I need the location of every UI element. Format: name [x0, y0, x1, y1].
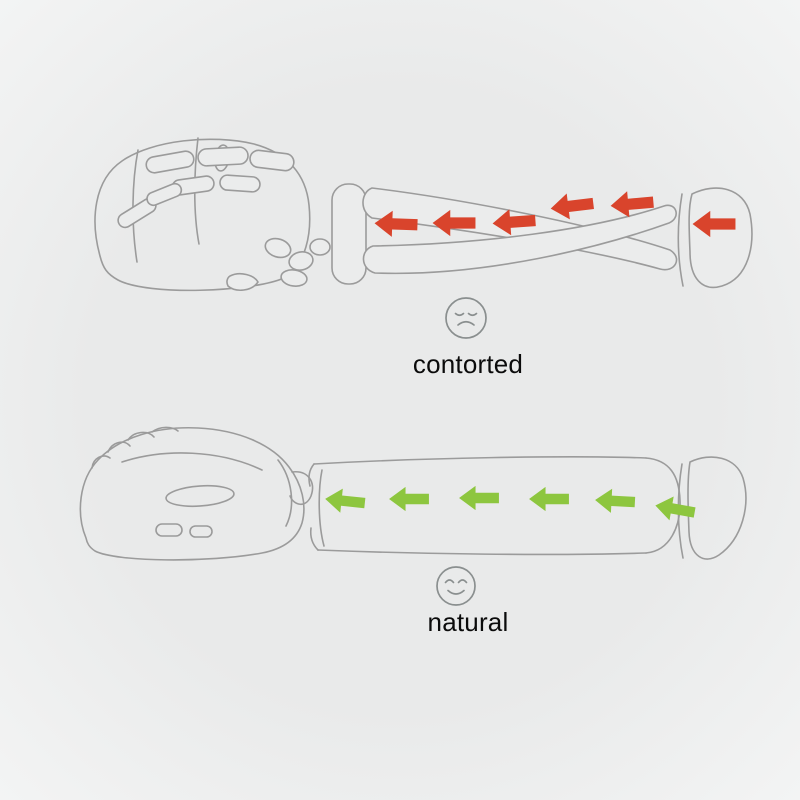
knuckle-bump: [151, 426, 179, 433]
face-circle: [445, 297, 487, 339]
smile-mouth: [447, 589, 465, 595]
radius-bone: [362, 187, 678, 271]
natural-label: natural: [427, 607, 509, 637]
natural-illustration: [79, 426, 747, 561]
skeletal-hand-drawing: [117, 146, 331, 291]
finger-bone: [197, 146, 249, 167]
contorted-illustration: [94, 137, 753, 292]
carpal-bone: [309, 238, 331, 256]
finger-bone: [219, 174, 261, 193]
strain-arrow: [549, 190, 595, 222]
mouse-side-line: [277, 459, 293, 527]
sad-eye: [454, 312, 465, 317]
carpal-bone: [288, 251, 314, 271]
mouse-button-line: [189, 525, 213, 538]
vertical-mouse-hand-drawing: [79, 426, 314, 561]
sad-eye: [467, 312, 478, 317]
sad-face-icon: [445, 297, 487, 339]
hand-edge-line: [121, 452, 263, 471]
flow-arrow: [389, 486, 429, 512]
thumb-bone: [146, 182, 183, 207]
flow-arrow: [594, 487, 636, 515]
mouse-button-line: [155, 523, 183, 537]
wrist-crease-line: [318, 469, 325, 547]
forearm-top-edge: [313, 456, 647, 465]
ulna-bone: [362, 204, 677, 275]
wrist-hook-line: [289, 471, 314, 506]
knuckle-bump: [91, 455, 111, 469]
forearm-right-cap: [645, 457, 681, 554]
flow-arrow: [323, 486, 367, 516]
happy-eye: [457, 579, 468, 584]
wrist-bone: [331, 183, 367, 285]
elbow-separator-line: [677, 193, 684, 287]
knuckle-bump: [107, 441, 131, 453]
elbow-bone: [688, 187, 753, 289]
happy-face-icon: [436, 566, 476, 606]
mouse-outline: [94, 138, 311, 292]
carpal-bone: [264, 237, 292, 259]
frown-mouth: [457, 320, 475, 326]
contorted-label: contorted: [412, 349, 524, 379]
forearm-left-cap: [309, 527, 319, 551]
flow-arrow: [653, 493, 697, 525]
vertical-mouse-outline: [79, 426, 305, 561]
face-circle: [436, 566, 476, 606]
forearm-left-cap: [308, 463, 315, 487]
forearm-bones-drawing: [331, 183, 753, 289]
happy-eye: [444, 579, 455, 584]
carpal-bone: [280, 269, 308, 287]
knuckle-bump: [127, 431, 155, 441]
finger-bone: [145, 150, 195, 174]
thumb-tip-bone: [226, 273, 259, 291]
elbow-outline: [687, 456, 747, 560]
finger-bone: [249, 149, 295, 172]
flow-arrow: [459, 485, 499, 511]
flow-arrows: [323, 485, 697, 525]
flow-arrow: [529, 486, 569, 512]
forearm-bottom-edge: [317, 549, 647, 556]
straight-forearm-drawing: [308, 456, 747, 560]
thumb-rest-line: [165, 484, 235, 508]
mouse-contour-line: [132, 149, 139, 263]
